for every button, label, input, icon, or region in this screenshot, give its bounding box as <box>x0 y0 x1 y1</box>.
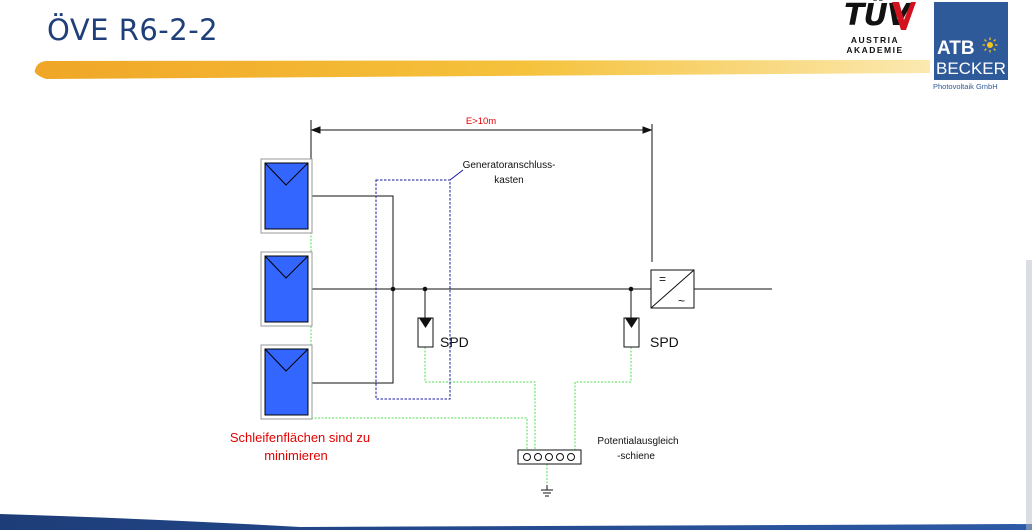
atb-brand-line3: Photovoltaik GmbH <box>933 82 998 91</box>
tuev-line1: AUSTRIA <box>850 35 900 45</box>
spd-1 <box>417 317 434 348</box>
distance-dimension <box>310 120 653 262</box>
atb-logo: ATB BECKER Photovoltaik GmbH <box>933 2 1008 92</box>
spd-1-label: SPD <box>440 334 469 350</box>
inverter <box>650 269 695 309</box>
spd-2-label: SPD <box>650 334 679 350</box>
page-title: ÖVE R6-2-2 <box>47 13 219 47</box>
pv-module <box>260 344 313 420</box>
inverter-ac-symbol: ~ <box>678 294 685 308</box>
bar-label-line1: Potentialausgleich <box>597 436 678 447</box>
earth-ground-icon <box>541 485 553 497</box>
loop-area-note-line1: Schleifenflächen sind zu <box>230 430 370 445</box>
right-edge-shadow <box>1026 260 1032 530</box>
tuev-logo: TÜV AUSTRIA AKADEMIE <box>838 0 918 56</box>
footer-band <box>0 514 1032 530</box>
distance-label: E>10m <box>466 116 496 127</box>
tuev-checkmark-icon <box>892 2 916 30</box>
box-label-line1: Generatoranschluss- <box>463 160 556 171</box>
ground-wires <box>310 232 632 487</box>
pv-module <box>260 158 313 234</box>
bar-label-line2: -schiene <box>617 451 655 462</box>
sun-icon <box>982 37 998 53</box>
box-leader-line <box>449 169 464 181</box>
loop-area-note-line2: minimieren <box>264 448 328 463</box>
atb-brand-line2: BECKER <box>936 59 1006 78</box>
pv-module <box>260 251 313 327</box>
box-label-line2: kasten <box>494 175 523 186</box>
wire-junctions <box>390 286 634 292</box>
equipotential-bar <box>517 449 582 465</box>
atb-logo-background <box>934 2 1008 80</box>
generator-junction-box <box>375 179 451 400</box>
dc-wiring <box>311 195 772 384</box>
inverter-dc-symbol: = <box>659 272 666 286</box>
tuev-line2: AKADEMIE <box>846 45 904 55</box>
header-banner <box>34 60 930 79</box>
atb-brand: ATB <box>937 38 975 59</box>
spd-2 <box>623 317 640 348</box>
